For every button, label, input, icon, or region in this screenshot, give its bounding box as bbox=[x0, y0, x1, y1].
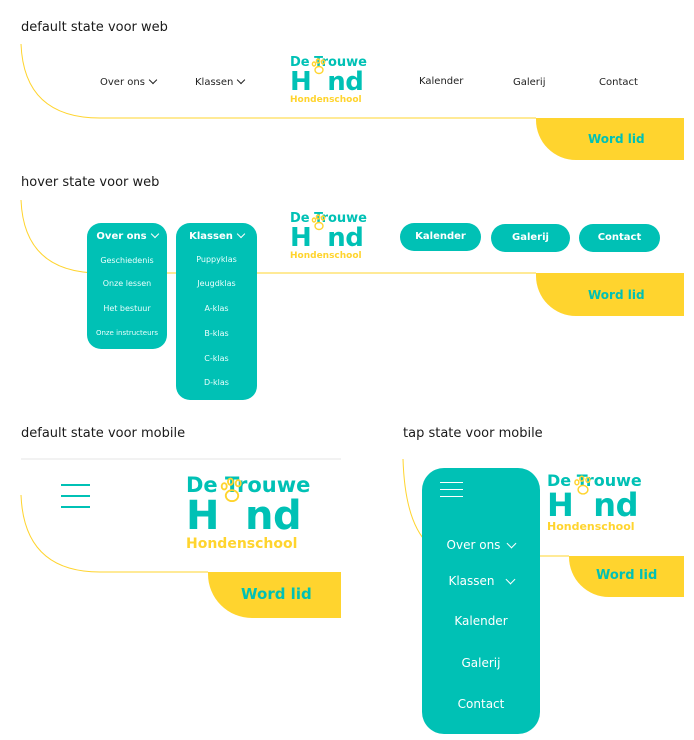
word-lid-button[interactable]: Word lid bbox=[596, 568, 658, 583]
mobile-nav-galerij[interactable]: Galerij bbox=[461, 656, 501, 670]
word-lid-button[interactable]: Word lid bbox=[241, 585, 312, 603]
nav-galerij[interactable]: Galerij bbox=[513, 77, 546, 88]
word-lid-tab[interactable] bbox=[536, 273, 684, 316]
dropdown-item[interactable]: Puppyklas bbox=[196, 255, 237, 264]
dropdown-item[interactable]: Het bestuur bbox=[103, 304, 151, 313]
nav-over-ons[interactable]: Over ons bbox=[100, 75, 158, 88]
dropdown-item[interactable]: B-klas bbox=[204, 329, 229, 338]
word-lid-button[interactable]: Word lid bbox=[588, 132, 645, 146]
nav-contact-hover[interactable]: Contact bbox=[579, 224, 660, 252]
chevron-down-icon bbox=[505, 574, 515, 585]
mobile-nav-over-ons[interactable]: Over ons bbox=[422, 538, 540, 552]
section-title-web-default: default state voor web bbox=[21, 20, 168, 35]
section-title-web-hover: hover state voor web bbox=[21, 175, 160, 190]
dropdown-klassen-header[interactable]: Klassen bbox=[176, 229, 257, 242]
hamburger-icon[interactable] bbox=[440, 482, 463, 498]
paw-icon bbox=[311, 58, 327, 90]
paw-icon bbox=[573, 475, 593, 516]
dropdown-item[interactable]: Onze lessen bbox=[102, 279, 152, 288]
mobile-menu: Over ons Klassen Kalender Galerij Contac… bbox=[422, 468, 540, 734]
mobile-nav-contact[interactable]: Contact bbox=[457, 697, 505, 711]
nav-galerij-hover[interactable]: Galerij bbox=[491, 224, 570, 252]
dropdown-klassen: Klassen Puppyklas Jeugdklas A-klas B-kla… bbox=[176, 223, 257, 400]
dropdown-item[interactable]: A-klas bbox=[204, 304, 229, 313]
paw-icon bbox=[311, 214, 327, 246]
word-lid-tab[interactable] bbox=[208, 572, 341, 618]
logo[interactable]: De Trouwe H nd Hondenschool bbox=[290, 55, 367, 105]
dropdown-item[interactable]: C-klas bbox=[204, 354, 229, 363]
mobile-nav-kalender[interactable]: Kalender bbox=[454, 614, 508, 628]
mobile-nav-klassen[interactable]: Klassen bbox=[422, 574, 540, 588]
chevron-down-icon bbox=[148, 75, 158, 85]
logo[interactable]: De Trouwe H nd Hondenschool bbox=[186, 473, 311, 553]
section-title-mobile-tap: tap state voor mobile bbox=[403, 426, 543, 441]
logo[interactable]: De Trouwe H nd Hondenschool bbox=[290, 211, 367, 261]
section-title-mobile-default: default state voor mobile bbox=[21, 426, 186, 441]
dropdown-over-ons-header[interactable]: Over ons bbox=[87, 229, 167, 242]
nav-kalender[interactable]: Kalender bbox=[419, 76, 464, 87]
word-lid-button[interactable]: Word lid bbox=[588, 288, 645, 302]
dropdown-item[interactable]: Jeugdklas bbox=[197, 279, 236, 288]
nav-kalender-hover[interactable]: Kalender bbox=[400, 223, 481, 251]
logo[interactable]: De Trouwe H nd Hondenschool bbox=[547, 471, 642, 534]
hamburger-icon[interactable] bbox=[61, 484, 90, 508]
chevron-down-icon bbox=[237, 75, 246, 85]
nav-klassen[interactable]: Klassen bbox=[195, 75, 246, 88]
nav-contact[interactable]: Contact bbox=[599, 77, 638, 88]
chevron-down-icon bbox=[236, 229, 246, 239]
word-lid-tab[interactable] bbox=[536, 118, 684, 160]
chevron-down-icon bbox=[506, 538, 517, 549]
chevron-down-icon bbox=[150, 229, 159, 239]
dropdown-item[interactable]: Onze instructeurs bbox=[95, 329, 159, 337]
word-lid-tab[interactable] bbox=[569, 556, 684, 597]
dropdown-item[interactable]: D-klas bbox=[204, 378, 229, 387]
dropdown-over-ons: Over ons Geschiedenis Onze lessen Het be… bbox=[87, 223, 167, 349]
paw-icon bbox=[219, 477, 245, 529]
dropdown-item[interactable]: Geschiedenis bbox=[100, 256, 154, 265]
